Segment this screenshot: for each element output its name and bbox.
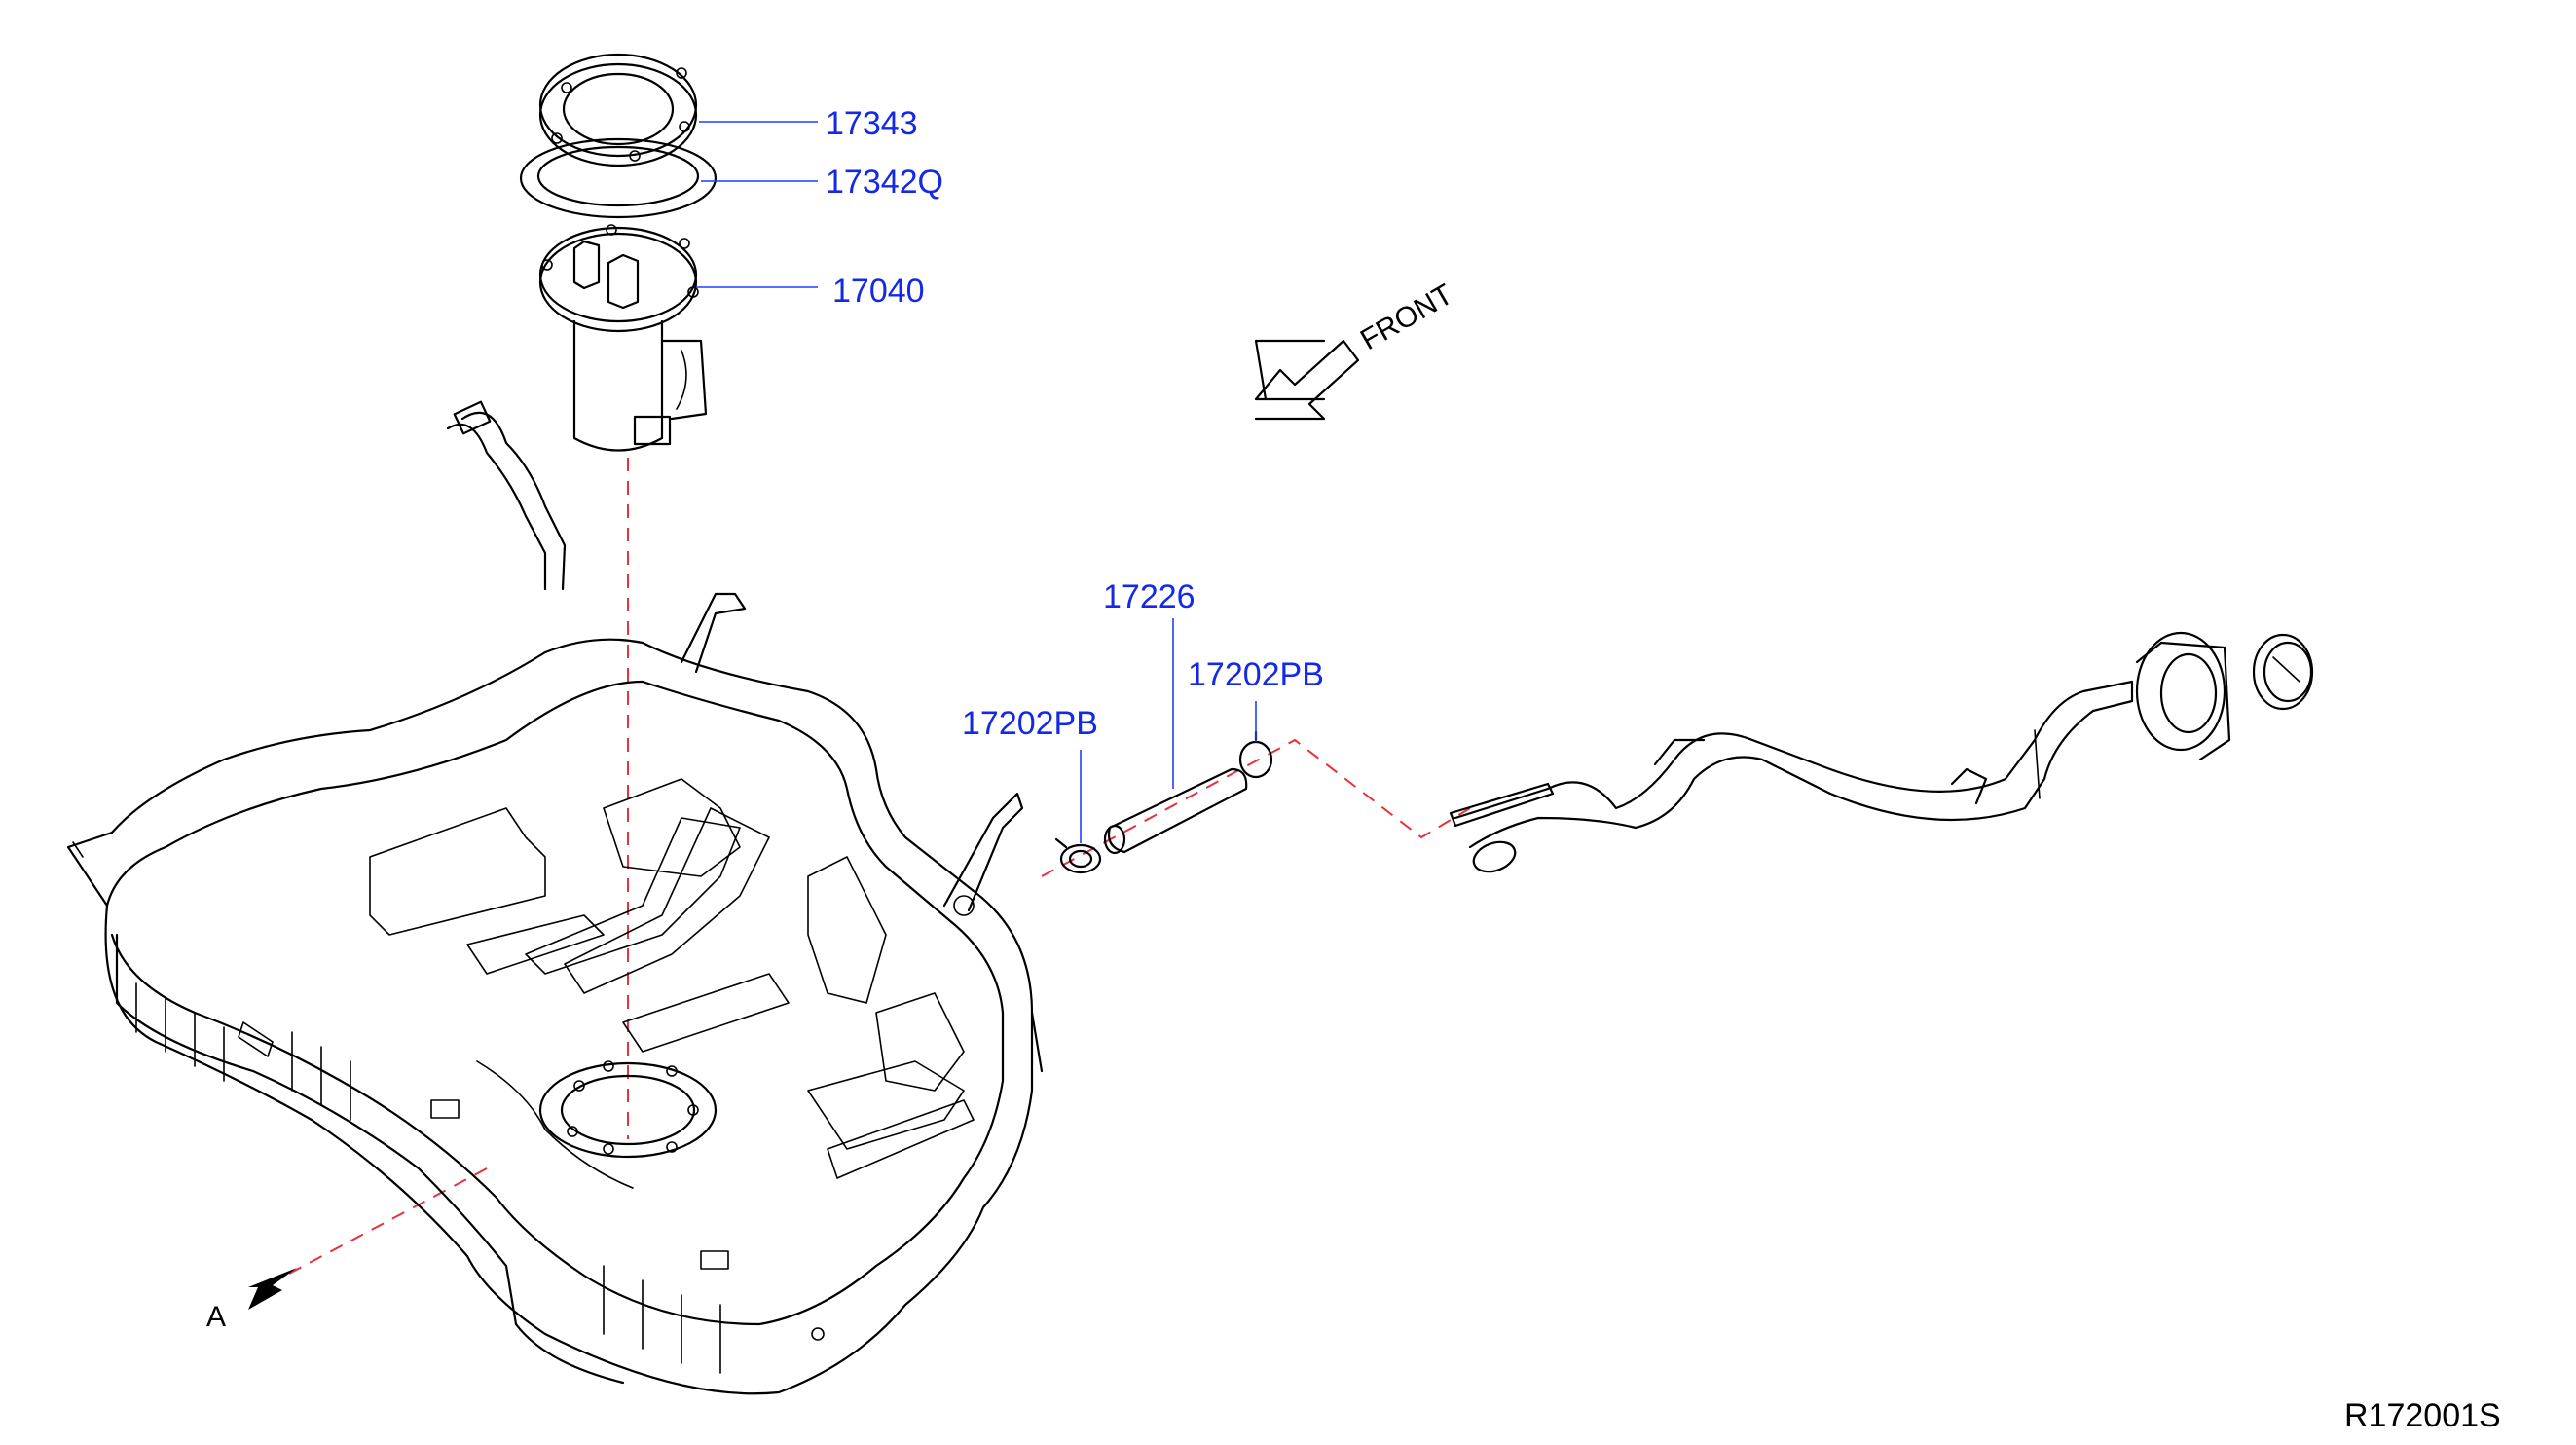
part-label-17202PB-left: 17202PB (962, 705, 1098, 742)
fuel-tank (66, 638, 1044, 1395)
view-arrow-a: A (206, 1268, 297, 1333)
fuel-cap (2252, 633, 2314, 711)
vent-tube (446, 400, 567, 591)
part-label-17040: 17040 (832, 273, 925, 310)
tank-straps (680, 592, 1024, 912)
view-label-a: A (206, 1301, 226, 1333)
filler-tube (1449, 680, 2134, 873)
part-label-17342Q: 17342Q (826, 164, 943, 201)
fuel-pump-assembly-17040 (538, 224, 708, 452)
filler-neck (2135, 631, 2231, 761)
front-label: FRONT (1355, 278, 1458, 356)
part-label-17343: 17343 (826, 105, 918, 142)
diagram-code: R172001S (2344, 1397, 2501, 1434)
leader-lines (696, 121, 1257, 843)
front-direction-arrow: FRONT (1254, 278, 1458, 421)
hose-clamp-17202PB-left (1054, 837, 1102, 874)
part-label-17202PB-right: 17202PB (1188, 656, 1324, 693)
hose-17226 (1103, 767, 1248, 855)
part-labels: 17343 17342Q 17040 17226 17202PB 17202PB (826, 105, 1324, 742)
flange-ring-17343 (538, 53, 698, 167)
part-label-17226: 17226 (1103, 578, 1196, 615)
centerlines (257, 458, 1471, 1291)
gasket-17342Q (519, 137, 718, 219)
